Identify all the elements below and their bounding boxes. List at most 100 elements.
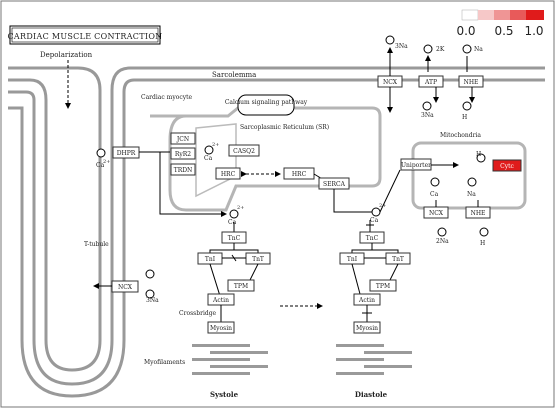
ca-ion-icon: [229, 209, 239, 219]
crossbridge-label: Crossbridge: [179, 310, 217, 317]
na-ion-icon: [385, 35, 395, 45]
legend-swatch-0: [461, 9, 479, 21]
svg-text:3Na: 3Na: [146, 297, 159, 304]
svg-text:2+: 2+: [103, 159, 110, 165]
title-box: [9, 25, 161, 45]
svg-text:NHE: NHE: [471, 210, 486, 217]
svg-text:JCN: JCN: [176, 136, 189, 143]
na-ion-icon: [467, 177, 477, 187]
svg-text:TPM: TPM: [376, 283, 390, 290]
svg-text:Uniporter: Uniporter: [401, 162, 431, 169]
svg-text:NCX: NCX: [429, 210, 444, 217]
svg-text:Ca: Ca: [370, 217, 379, 224]
svg-text:Myosin: Myosin: [356, 325, 378, 332]
svg-text:NCX: NCX: [118, 284, 133, 291]
ca-ion-icon: [145, 269, 155, 279]
depolarization-label: Depolarization: [40, 51, 93, 59]
myofilaments-systole: [192, 344, 268, 375]
svg-text:2+: 2+: [237, 205, 244, 211]
legend-swatch-1: [478, 10, 494, 20]
legend-swatch-2: [494, 10, 510, 20]
gene-hrc-2[interactable]: [283, 167, 315, 180]
svg-text:TnC: TnC: [228, 235, 241, 242]
svg-text:TnI: TnI: [347, 256, 358, 263]
svg-text:Na: Na: [467, 191, 476, 198]
svg-text:3Na: 3Na: [421, 112, 434, 119]
k-ion-icon: [423, 44, 433, 54]
svg-text:TnT: TnT: [392, 256, 404, 263]
svg-text:H: H: [480, 240, 485, 247]
gene-ryr2[interactable]: [170, 147, 196, 160]
gene-cytc[interactable]: [492, 159, 522, 172]
svg-text:ATP: ATP: [424, 79, 437, 86]
na-ion-icon: [145, 289, 155, 299]
mitochondrion: [411, 141, 527, 210]
svg-text:HRC: HRC: [292, 171, 307, 178]
gene-myosin[interactable]: [207, 321, 235, 334]
legend-tick-1: 0.5: [494, 24, 513, 38]
systole-complex: TnC TnI TnT TPM Actin Myosin: [197, 222, 271, 334]
svg-text:Cytc: Cytc: [500, 163, 514, 170]
h-ion-icon: [479, 227, 489, 237]
gene-myosin-2[interactable]: [353, 321, 381, 334]
ca-ion-icon: [371, 207, 381, 217]
svg-text:H: H: [476, 151, 481, 158]
svg-text:TnT: TnT: [252, 256, 264, 263]
ca-ion-icon: [96, 148, 106, 158]
svg-text:Ca: Ca: [228, 219, 237, 226]
gene-trdn[interactable]: [170, 163, 196, 176]
ca-ion-icon: [430, 177, 440, 187]
legend-swatch-4: [526, 10, 544, 20]
gene-atp[interactable]: [418, 75, 444, 88]
color-legend: 0.0 0.5 1.0: [456, 9, 544, 38]
na-ion-icon: [422, 101, 432, 111]
svg-text:Actin: Actin: [212, 297, 229, 304]
svg-text:TnC: TnC: [366, 235, 379, 242]
legend-tick-0: 0.0: [456, 24, 475, 38]
sarcolemma-label: Sarcolemma: [212, 71, 256, 79]
svg-text:2K: 2K: [436, 46, 445, 53]
sarcoplasmic-reticulum: [150, 106, 382, 212]
gene-hrc[interactable]: [215, 167, 241, 180]
svg-text:SERCA: SERCA: [323, 181, 346, 188]
svg-text:TPM: TPM: [234, 283, 248, 290]
sr-label: Sarcoplasmic Reticulum (SR): [240, 124, 329, 131]
na-ion-icon: [462, 44, 472, 54]
svg-text:2Na: 2Na: [436, 238, 449, 245]
svg-text:TnI: TnI: [205, 256, 216, 263]
diastole-complex: TnC TnI TnT TPM Actin Myosin: [339, 220, 411, 334]
ca-ion-icon: [204, 145, 214, 155]
sarcolemma-membrane: [8, 66, 545, 398]
svg-text:Myosin: Myosin: [210, 325, 232, 332]
legend-tick-2: 1.0: [524, 24, 543, 38]
page-title: CARDIAC MUSCLE CONTRACTION: [8, 32, 163, 41]
gene-casq2[interactable]: [228, 144, 260, 157]
svg-text:Ca: Ca: [204, 155, 213, 162]
svg-text:HRC: HRC: [221, 171, 236, 178]
myofilaments-diastole: [336, 344, 412, 375]
h-ion-icon: [462, 101, 472, 111]
cardiac-myocyte-label: Cardiac myocyte: [141, 94, 192, 101]
gene-tpm[interactable]: [227, 279, 255, 292]
svg-text:Ca: Ca: [430, 191, 439, 198]
svg-text:CASQ2: CASQ2: [233, 148, 255, 155]
gene-nhe[interactable]: [458, 75, 484, 88]
svg-text:NHE: NHE: [464, 79, 479, 86]
t-tubule-label: T-tubule: [84, 241, 109, 248]
svg-text:H: H: [462, 114, 467, 121]
svg-text:DHPR: DHPR: [117, 150, 136, 157]
svg-text:Actin: Actin: [358, 297, 375, 304]
systole-label: Systole: [210, 390, 239, 399]
gene-tpm-2[interactable]: [369, 279, 397, 292]
myofilaments-label: Myofilaments: [144, 359, 185, 366]
gene-jcn[interactable]: [170, 132, 196, 145]
svg-text:Ca: Ca: [96, 162, 105, 169]
calcium-signaling-pathway[interactable]: [237, 94, 295, 116]
svg-text:TRDN: TRDN: [174, 167, 193, 174]
calcium-pathway-label: Calcium signaling pathway: [225, 99, 308, 106]
svg-text:2+: 2+: [212, 142, 219, 148]
diastole-label: Diastole: [355, 390, 388, 399]
